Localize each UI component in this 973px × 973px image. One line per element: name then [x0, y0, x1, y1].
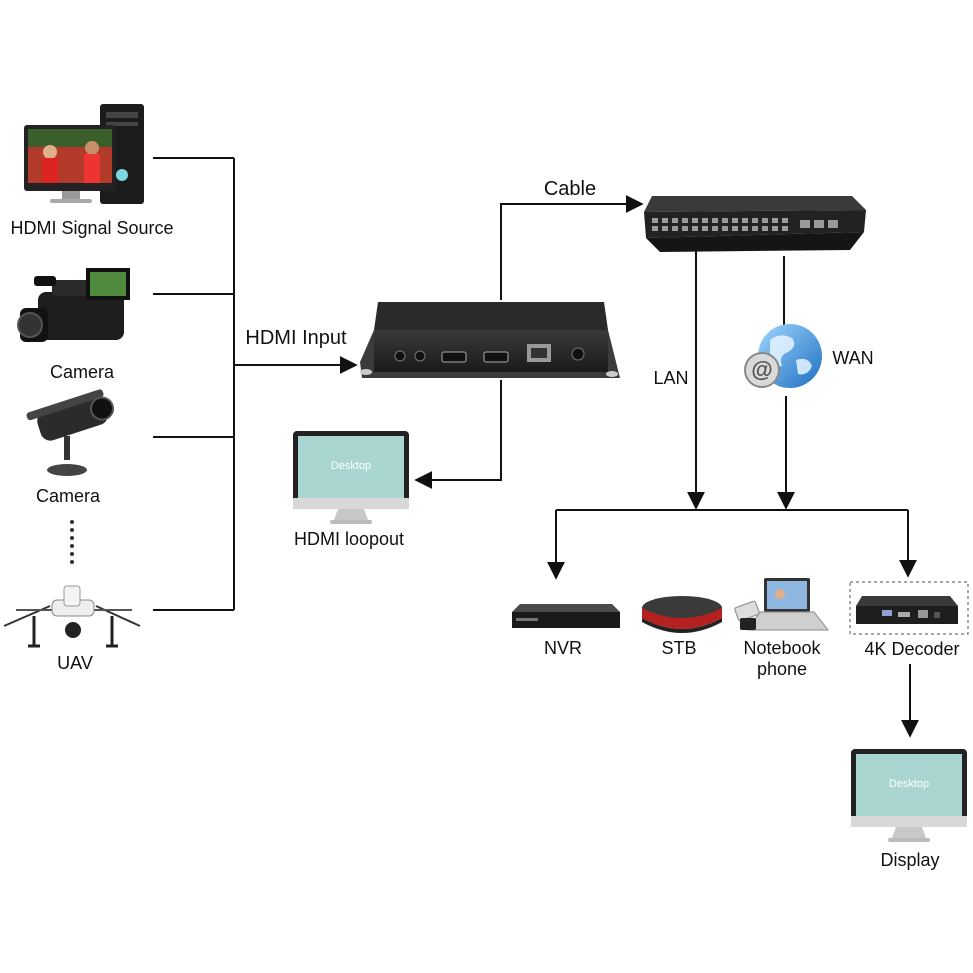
label-cable: Cable: [543, 178, 597, 200]
label-wan: WAN: [832, 348, 874, 368]
label-lan: LAN: [653, 368, 689, 388]
label-notebook: Notebook: [743, 638, 821, 658]
label-hdmi-input: HDMI Input: [245, 327, 347, 349]
label-nvr: NVR: [543, 638, 582, 658]
set-top-box-icon: [642, 596, 722, 633]
decoder-box-icon: [849, 581, 969, 635]
label-phone: phone: [756, 659, 808, 679]
loopout-screen-text: Desktop: [331, 460, 371, 472]
cctv-camera-icon: [26, 389, 115, 476]
label-display: Display: [880, 850, 940, 870]
label-4k-decoder: 4K Decoder: [864, 639, 960, 659]
arrow-cable: [500, 195, 644, 300]
arrow-loopout: [414, 380, 502, 489]
more-sources-dots: [70, 520, 74, 564]
connectors: [153, 157, 919, 738]
encoder-box-icon: [360, 302, 620, 378]
label-uav: UAV: [57, 653, 93, 673]
camcorder-icon: [17, 268, 130, 342]
label-hdmi-loopout: HDMI loopout: [293, 529, 405, 549]
network-switch-icon: [644, 196, 866, 252]
display-screen-text: Desktop: [889, 778, 929, 790]
drone-icon: [3, 585, 141, 648]
laptop-phone-icon: [734, 578, 830, 631]
monitor-icon-loopout: [293, 431, 409, 524]
label-camera-1: Camera: [49, 362, 115, 382]
label-stb: STB: [661, 638, 697, 658]
nvr-icon: [512, 604, 620, 628]
pc-monitor-icon: [24, 104, 144, 204]
label-camera-2: Camera: [35, 486, 101, 506]
svg-text:@: @: [751, 357, 772, 382]
internet-globe-icon: @: [744, 324, 822, 388]
label-hdmi-signal-source: HDMI Signal Source: [10, 218, 174, 238]
monitor-icon-display: [851, 749, 967, 842]
